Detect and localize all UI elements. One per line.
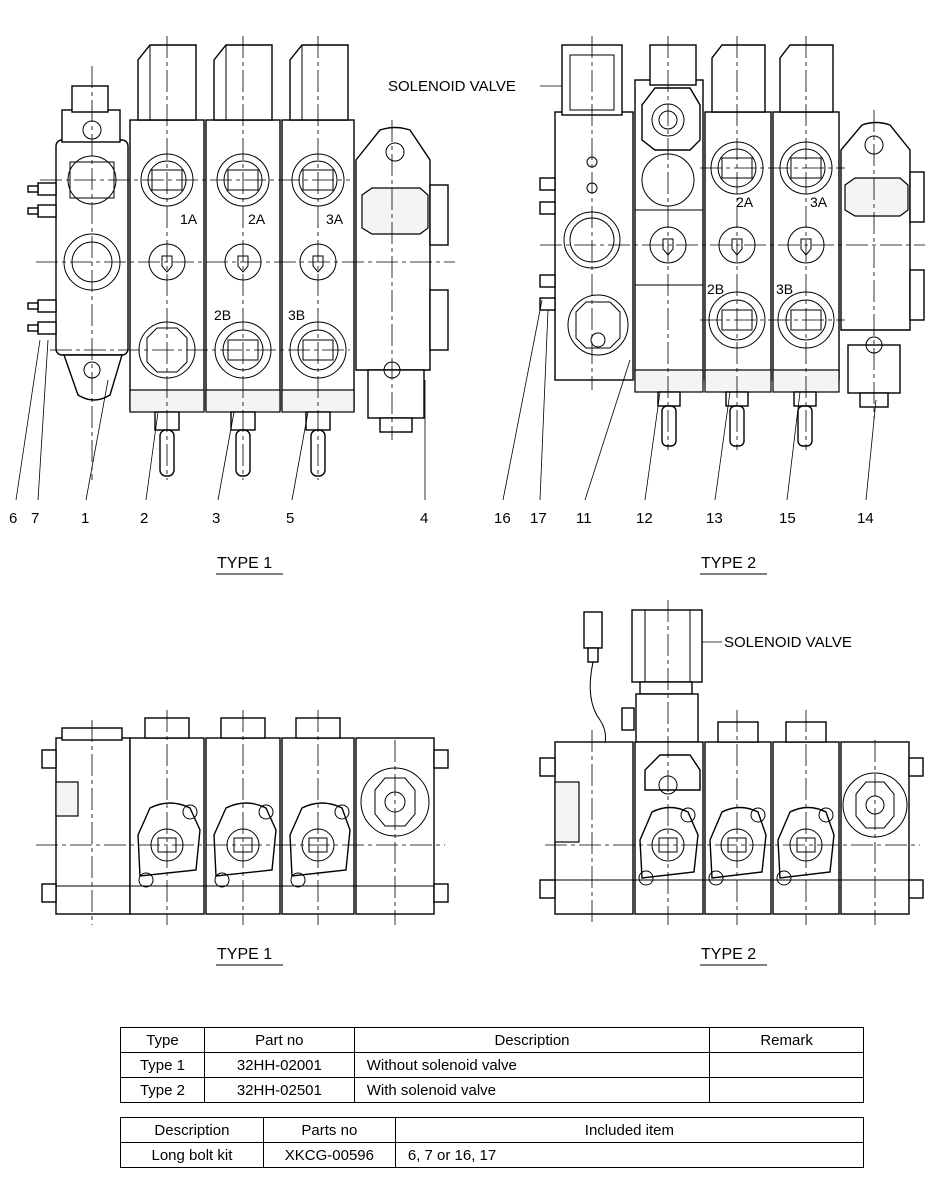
table-cell: Without solenoid valve: [353, 1052, 711, 1078]
type2-port-label: 3A: [810, 194, 828, 210]
table-cell: XKCG-00596: [262, 1142, 396, 1168]
table-header-cell: Description: [120, 1117, 264, 1143]
table-cell: Long bolt kit: [120, 1142, 264, 1168]
table-header-cell: Type: [120, 1027, 205, 1053]
table-header-cell: Remark: [709, 1027, 864, 1053]
type1-caption-top: TYPE 1: [217, 555, 272, 572]
callout-number: 13: [706, 510, 723, 527]
table-header-row: Type Part no Description Remark: [120, 1027, 864, 1053]
table-header-cell: Parts no: [262, 1117, 396, 1143]
callout-number: 3: [212, 510, 220, 527]
table-header-cell: Description: [353, 1027, 711, 1053]
table-row: Type 2 32HH-02501 With solenoid valve: [120, 1077, 864, 1103]
type2-caption-top: TYPE 2: [701, 555, 756, 572]
callout-number: 16: [494, 510, 511, 527]
table-cell: Type 1: [120, 1052, 205, 1078]
solenoid-valve-label: SOLENOID VALVE: [388, 78, 516, 95]
callout-number: 2: [140, 510, 148, 527]
type1-port-label: 1A: [180, 211, 198, 227]
table-row: Type 1 32HH-02001 Without solenoid valve: [120, 1052, 864, 1078]
callout-number: 11: [576, 510, 592, 527]
table-header-row: Description Parts no Included item: [120, 1117, 865, 1143]
long-bolt-kit-table: Description Parts no Included item Long …: [120, 1117, 865, 1168]
callout-number: 12: [636, 510, 653, 527]
table-header-cell: Part no: [203, 1027, 355, 1053]
table-cell: [709, 1052, 864, 1078]
table-cell: 32HH-02001: [203, 1052, 355, 1078]
callout-number: 14: [857, 510, 874, 527]
table-row: Long bolt kit XKCG-00596 6, 7 or 16, 17: [120, 1142, 865, 1168]
exploded-valve-drawing: 1A 2A 3A 2B 3B 6 7 1 2 3 5 4 TYPE 1: [9, 36, 925, 966]
type2-front-view: SOLENOID VALVE 2A 3A 2B 3B 16 17 11 12 1…: [388, 36, 925, 575]
type1-front-view: 1A 2A 3A 2B 3B 6 7 1 2 3 5 4 TYPE 1: [9, 36, 455, 575]
type-parts-table: Type Part no Description Remark Type 1 3…: [120, 1027, 864, 1103]
type1-side-view: TYPE 1: [36, 710, 449, 966]
type2-port-label: 2A: [736, 194, 754, 210]
callout-number: 17: [530, 510, 547, 527]
table-cell: Type 2: [120, 1077, 205, 1103]
type2-port-label: 3B: [776, 281, 793, 297]
solenoid-valve-label: SOLENOID VALVE: [724, 634, 852, 651]
type2-port-label: 2B: [707, 281, 724, 297]
callout-number: 1: [81, 510, 89, 527]
type1-port-label: 3A: [326, 211, 344, 227]
type1-port-label: 2B: [214, 307, 231, 323]
type1-caption-bottom: TYPE 1: [217, 946, 272, 963]
callout-number: 4: [420, 510, 428, 527]
callout-number: 15: [779, 510, 796, 527]
callout-number: 6: [9, 510, 17, 527]
type2-caption-bottom: TYPE 2: [701, 946, 756, 963]
callout-number: 5: [286, 510, 294, 527]
table-cell: [709, 1077, 864, 1103]
table-cell: 6, 7 or 16, 17: [394, 1142, 865, 1168]
type1-port-label: 3B: [288, 307, 305, 323]
table-header-cell: Included item: [394, 1117, 865, 1143]
type1-port-label: 2A: [248, 211, 266, 227]
type2-side-view: SOLENOID VALVE TYPE 2: [539, 600, 924, 966]
callout-number: 7: [31, 510, 39, 527]
table-cell: 32HH-02501: [203, 1077, 355, 1103]
table-cell: With solenoid valve: [353, 1077, 711, 1103]
